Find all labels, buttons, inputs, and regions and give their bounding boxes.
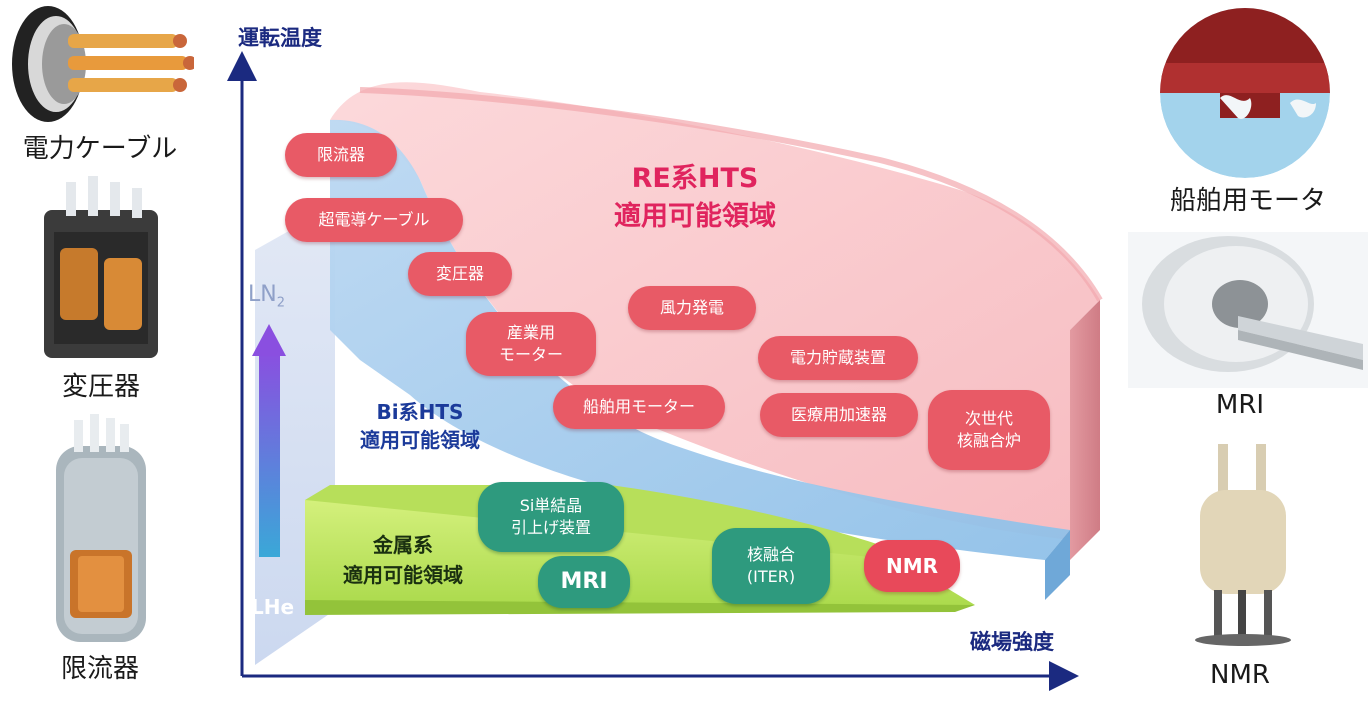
ln2-subscript: 2 [276, 295, 285, 311]
bi-hts-region [330, 119, 1070, 560]
re-hts-title-line1: RE系HTS [631, 163, 759, 194]
ln2-main: LN [248, 282, 277, 307]
power-cable-icon [12, 6, 194, 122]
pill-nmr-re: NMR [864, 540, 960, 592]
label-power-cable: 電力ケーブル [22, 134, 178, 164]
ship-motor-icon [1160, 8, 1330, 178]
pill-next-gen-fusion: 次世代 核融合炉 [928, 390, 1050, 470]
lhe-level-label: LHe [251, 595, 295, 619]
mri-icon [1128, 232, 1368, 388]
ship-motor-image [1160, 8, 1330, 178]
re-hts-side-face [1070, 300, 1100, 560]
nmr-icon [1195, 444, 1291, 646]
nmr-image [1188, 438, 1298, 648]
pill-iter: 核融合 (ITER) [712, 528, 830, 604]
label-fault-current-limiter: 限流器 [60, 654, 139, 684]
bi-hts-side-face [1045, 530, 1070, 600]
pill-mri-metal: MRI [538, 556, 630, 608]
ln2-level-label: LN2 [248, 282, 285, 310]
x-axis-label: 磁場強度 [970, 630, 1054, 654]
pill-industrial-motor: 産業用 モーター [466, 312, 596, 376]
temperature-arrow-shaft [259, 352, 280, 557]
bi-hts-title-line1: Bi系HTS [376, 400, 464, 424]
pill-energy-storage: 電力貯蔵装置 [758, 336, 918, 380]
power-cable-image [8, 4, 194, 128]
label-ship-motor: 船舶用モータ [1169, 186, 1326, 216]
metal-title-line1: 金属系 [373, 533, 433, 557]
pill-ship-motor: 船舶用モーター [553, 385, 725, 429]
re-hts-title: RE系HTS 適用可能領域 [590, 160, 800, 236]
label-nmr: NMR [1210, 660, 1270, 690]
re-hts-title-line2: 適用可能領域 [614, 201, 776, 232]
temperature-arrow-head [252, 324, 286, 356]
pill-superconducting-cable: 超電導ケーブル [285, 198, 463, 242]
re-hts-top-edge [359, 87, 1103, 302]
metal-title-line2: 適用可能領域 [343, 563, 463, 587]
fault-current-limiter-icon [56, 414, 146, 642]
pill-transformer: 変圧器 [408, 252, 512, 296]
bi-hts-title-line2: 適用可能領域 [360, 428, 480, 452]
mri-image [1128, 232, 1368, 388]
transformer-icon [44, 176, 158, 358]
pill-medical-accelerator: 医療用加速器 [760, 393, 918, 437]
pill-wind-power: 風力発電 [628, 286, 756, 330]
label-transformer: 変圧器 [61, 372, 140, 402]
bi-hts-title: Bi系HTS 適用可能領域 [330, 398, 510, 454]
label-mri: MRI [1215, 390, 1265, 420]
fault-current-limiter-image [48, 410, 154, 646]
transformer-image [36, 172, 166, 362]
pill-fault-current-limiter: 限流器 [285, 133, 397, 177]
metal-title: 金属系 適用可能領域 [318, 530, 488, 590]
y-axis-label: 運転温度 [238, 26, 322, 50]
pill-si-crystal-puller: Si単結晶 引上げ装置 [478, 482, 624, 552]
